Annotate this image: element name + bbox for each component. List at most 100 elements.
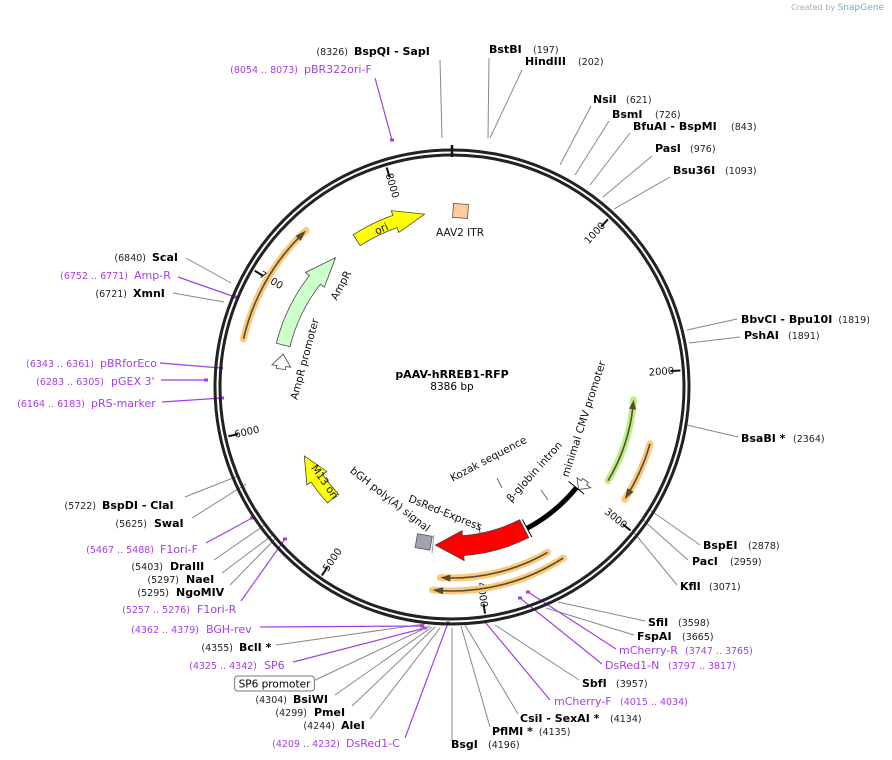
enzyme-name[interactable]: BspQI - SapI <box>354 45 430 58</box>
cmv-promoter-feature[interactable] <box>576 476 592 491</box>
enzyme-name[interactable]: PasI <box>655 142 681 155</box>
enzyme-name[interactable]: BstBI <box>489 43 522 56</box>
ori-feature[interactable] <box>352 210 426 247</box>
ampr-promoter-feature[interactable] <box>270 353 292 370</box>
enzyme-name[interactable]: SfiI <box>648 616 668 629</box>
enzyme-name[interactable]: BclI * <box>239 641 272 654</box>
enzyme-leader-line <box>351 626 436 707</box>
primer-name[interactable]: mCherry-R <box>619 644 678 657</box>
ori-label: ori <box>373 221 390 238</box>
primer-name[interactable]: F1ori-R <box>197 603 237 616</box>
bgh-polya-feature[interactable] <box>414 533 433 551</box>
tick-mark <box>385 167 391 178</box>
tick-mark <box>622 523 632 532</box>
ampr-feature[interactable] <box>275 256 337 348</box>
enzyme-name[interactable]: BsgI <box>451 738 478 751</box>
orf-arc-green[interactable] <box>607 405 634 482</box>
primer-name[interactable]: pGEX 3' <box>111 375 155 388</box>
enzyme-position: (5722) <box>64 501 96 512</box>
primer-position: (4209 .. 4232) <box>272 739 340 750</box>
tick-mark <box>254 269 264 277</box>
bglobin-leader-line <box>540 489 549 501</box>
dsred-express-feature[interactable] <box>434 519 530 562</box>
enzyme-name[interactable]: SbfI <box>582 677 607 690</box>
enzyme-position: (3957) <box>616 679 648 690</box>
aav2-itr-feature[interactable] <box>452 203 469 219</box>
primer-position: (5257 .. 5276) <box>122 605 190 616</box>
orf-arc-bottom-2[interactable] <box>439 557 564 592</box>
enzyme-name[interactable]: BfuAI - BspMI <box>633 120 717 133</box>
tick-mark <box>600 218 609 228</box>
snapgene-logo: Created by SnapGene <box>791 3 884 13</box>
enzyme-name[interactable]: PacI <box>692 555 718 568</box>
kozak-leader-line <box>496 477 503 489</box>
enzyme-position: (6721) <box>95 289 127 300</box>
primer-name[interactable]: F1ori-F <box>160 543 198 556</box>
primer-name[interactable]: pBR322ori-F <box>304 63 372 76</box>
enzyme-name[interactable]: CsiI - SexAI * <box>520 712 600 725</box>
enzyme-name[interactable]: PshAI <box>744 329 779 342</box>
orf-arc-bottom-1[interactable] <box>446 551 548 579</box>
primer-leader-line <box>259 625 423 628</box>
primer-name[interactable]: DsRed1-N <box>605 659 659 672</box>
sp6-promoter-box <box>234 675 315 692</box>
orf-arc-green-arrowhead-icon <box>629 399 637 410</box>
plasmid-length: 8386 bp <box>430 381 474 393</box>
enzyme-name[interactable]: BbvCI - Bpu10I <box>741 313 832 326</box>
enzyme-name[interactable]: XmnI <box>133 287 165 300</box>
beta-globin-intron-feature[interactable] <box>525 486 579 531</box>
enzyme-name[interactable]: FspAI <box>637 630 672 643</box>
primer-name[interactable]: SP6 <box>264 659 285 672</box>
primer-leader-line <box>292 627 426 663</box>
tick-label: 5000 <box>321 546 345 573</box>
primer-leader-line <box>161 397 223 403</box>
m13-ori-feature[interactable] <box>303 455 339 504</box>
primer-leader-line <box>205 517 253 544</box>
kozak-label: Kozak sequence <box>448 434 528 484</box>
primer-name[interactable]: BGH-rev <box>206 623 252 636</box>
enzyme-name[interactable]: AleI <box>341 719 365 732</box>
enzyme-name[interactable]: HindIII <box>525 55 566 68</box>
primer-leader-line <box>484 621 551 701</box>
sp6-promoter-label[interactable]: SP6 promoter <box>239 679 311 691</box>
primer-mark <box>390 138 394 142</box>
sp6-promoter-leader-line <box>310 625 431 683</box>
orf-arc-left[interactable] <box>242 235 302 340</box>
enzyme-position: (726) <box>655 110 681 121</box>
orf-arc-green-highlight <box>604 396 638 485</box>
primer-position: (6752 .. 6771) <box>60 271 128 282</box>
enzyme-position: (4134) <box>610 714 642 725</box>
enzyme-name[interactable]: BspEI <box>703 539 737 552</box>
enzyme-name[interactable]: SwaI <box>154 517 184 530</box>
primer-position: (8054 .. 8073) <box>230 65 298 76</box>
enzyme-name[interactable]: Bsu36I <box>673 164 715 177</box>
enzyme-name[interactable]: BspDI - ClaI <box>102 499 174 512</box>
enzyme-name[interactable]: PflMI * <box>492 725 533 738</box>
primer-mark <box>283 537 287 541</box>
enzyme-leader-line <box>602 155 653 198</box>
enzyme-leader-line <box>221 533 275 574</box>
primer-name[interactable]: DsRed1-C <box>346 737 400 750</box>
enzyme-name[interactable]: PmeI <box>314 706 345 719</box>
primer-name[interactable]: mCherry-F <box>554 695 612 708</box>
enzyme-name[interactable]: DraIII <box>170 560 204 573</box>
enzyme-name[interactable]: BsaBI * <box>741 432 786 445</box>
enzyme-name[interactable]: KflI <box>680 580 701 593</box>
enzyme-name[interactable]: NgoMIV <box>176 586 225 599</box>
logo-brand: SnapGene <box>837 3 884 13</box>
gbi-start-mark <box>568 481 585 495</box>
primer-name[interactable]: pRS-marker <box>91 397 156 410</box>
enzyme-position: (3071) <box>709 582 741 593</box>
enzyme-name[interactable]: NaeI <box>186 573 214 586</box>
enzyme-name[interactable]: BsiWI <box>293 693 328 706</box>
primer-leader-line <box>519 597 603 665</box>
primer-mark <box>250 516 254 520</box>
enzyme-name[interactable]: BsmI <box>612 108 643 121</box>
enzyme-leader-line <box>464 624 519 715</box>
enzyme-name[interactable]: NsiI <box>593 93 617 106</box>
enzyme-name[interactable]: ScaI <box>152 251 178 264</box>
enzyme-position: (6840) <box>114 253 146 264</box>
primer-name[interactable]: pBRforEco <box>100 357 157 370</box>
primer-name[interactable]: Amp-R <box>134 269 171 282</box>
